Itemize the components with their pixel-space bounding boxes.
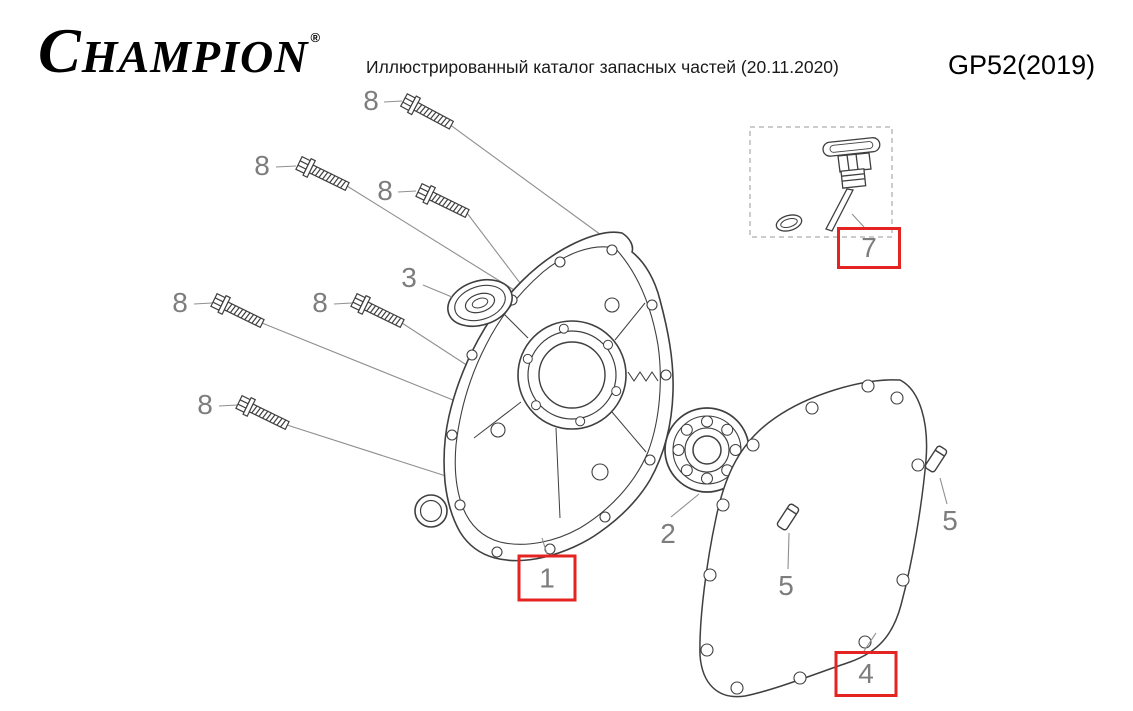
- dipstick-drawing: [775, 137, 881, 232]
- callout-5-dowel-pin: 5: [778, 570, 794, 601]
- oil-seal-drawing: [447, 278, 513, 328]
- callout-7-dipstick-highlighted[interactable]: 7: [837, 227, 901, 269]
- gasket-drawing: [699, 379, 928, 698]
- dowel-pin-drawing: [776, 445, 948, 531]
- crankcase-cover-drawing: [414, 231, 674, 562]
- callout-8-bolt: 8: [254, 150, 270, 181]
- callout-5-dowel-pin: 5: [942, 505, 958, 536]
- callout-8-bolt: 8: [197, 389, 213, 420]
- flange-bolt-drawing: [209, 291, 267, 333]
- bearing-drawing: [664, 407, 750, 493]
- catalog-title: Иллюстрированный каталог запасных частей…: [366, 57, 839, 77]
- callout-8-bolt: 8: [172, 287, 188, 318]
- brand-logo-text: CHAMPION: [38, 15, 309, 86]
- brand-logo: CHAMPION®: [38, 16, 321, 86]
- callout-leader-lines: [422, 213, 948, 652]
- callout-3-oil-seal: 3: [401, 262, 417, 293]
- callout-8-bolt: 8: [312, 287, 328, 318]
- model-code: GP52(2019): [948, 50, 1096, 80]
- callout-8-bolt: 8: [377, 175, 393, 206]
- callout-2-bearing: 2: [660, 518, 676, 549]
- callout-4-gasket-highlighted[interactable]: 4: [834, 651, 898, 697]
- callout-1-crankcase-cover-highlighted[interactable]: 1: [517, 554, 577, 602]
- flange-bolt-drawing: [414, 181, 472, 223]
- flange-bolt-drawing: [399, 91, 457, 134]
- flange-bolt-drawing: [349, 291, 407, 333]
- flange-bolt-drawing: [234, 393, 292, 435]
- registered-trademark: ®: [310, 30, 322, 45]
- callout-8-bolt: 8: [363, 85, 379, 116]
- flange-bolt-drawing: [294, 154, 352, 196]
